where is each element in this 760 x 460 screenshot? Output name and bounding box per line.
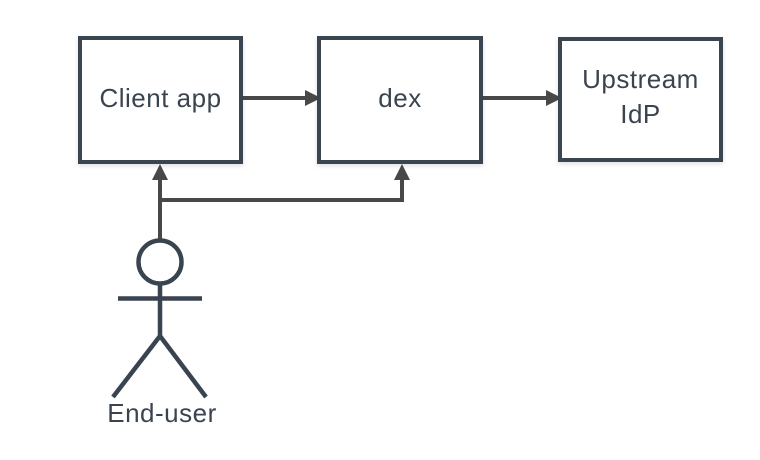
arrowhead-icon xyxy=(394,164,410,180)
node-upstream-idp-label-line1: Upstream xyxy=(582,64,699,94)
edge-client-app-to-dex xyxy=(243,90,321,106)
edge-line xyxy=(160,179,404,202)
actor-leg-right xyxy=(158,334,208,399)
node-upstream-idp-label-line2: IdP xyxy=(620,99,661,129)
edge-end-user-to-dex xyxy=(160,164,410,202)
node-box xyxy=(317,36,483,164)
node-client-app-label: Client app xyxy=(99,83,221,113)
node-dex: dex xyxy=(317,36,483,164)
node-client-app: Client app xyxy=(78,36,243,164)
actor-end-user-label: End-user xyxy=(107,398,217,428)
node-box xyxy=(78,36,243,164)
edge-end-user-to-client-app xyxy=(152,164,168,241)
arrowhead-icon xyxy=(546,90,562,106)
actor-end-user: End-user xyxy=(107,238,217,428)
node-box xyxy=(558,37,723,162)
arrowhead-icon xyxy=(305,90,321,106)
actor-head xyxy=(136,238,184,286)
edge-dex-to-upstream-idp xyxy=(483,90,562,106)
node-upstream-idp: Upstream IdP xyxy=(558,37,723,162)
node-dex-label: dex xyxy=(378,83,421,113)
arrowhead-icon xyxy=(152,164,168,180)
actor-leg-left xyxy=(111,334,162,399)
